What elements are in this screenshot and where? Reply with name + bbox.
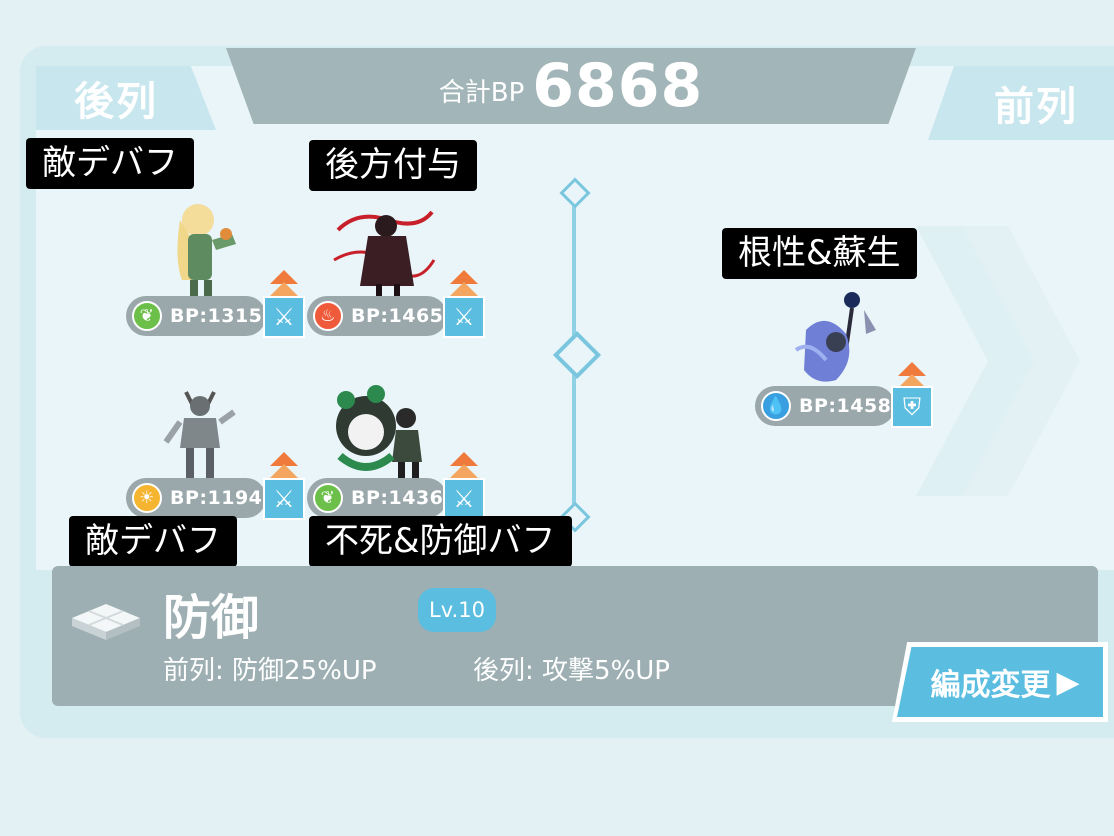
upgrade-arrow-icon — [270, 464, 298, 478]
leaf-icon: ❦ — [132, 301, 162, 331]
play-arrow-icon: ▶ — [1056, 664, 1080, 700]
character-sprite — [163, 391, 236, 482]
upgrade-arrow-icon — [898, 362, 926, 376]
unit-note-label: 敵デバフ — [26, 138, 194, 189]
upgrade-arrow-icon — [450, 464, 478, 478]
upgrade-arrow-icon — [450, 452, 478, 466]
upgrade-arrow-icon — [270, 270, 298, 284]
formation-level-badge: Lv.10 — [418, 588, 496, 632]
back-row-label: 後列 — [74, 79, 158, 125]
upgrade-arrow-icon — [270, 452, 298, 466]
unit-bp-pill: ❦ BP:1436 — [307, 478, 447, 518]
sword-icon: ⚔ — [443, 478, 485, 520]
unit-bp-value: BP:1436 — [351, 487, 444, 509]
unit-note-label: 不死&防御バフ — [309, 516, 572, 567]
upgrade-arrow-icon — [450, 270, 478, 284]
back-row-tab: 後列 — [36, 66, 216, 130]
shield-icon: ⛨ — [891, 386, 933, 428]
unit-bp-pill: ☀ BP:1194 — [126, 478, 266, 518]
upgrade-arrow-icon — [450, 282, 478, 296]
total-bp-label: 合計BP — [438, 77, 525, 108]
flame-icon: ♨ — [313, 301, 343, 331]
sword-icon: ⚔ — [263, 296, 305, 338]
character-sprite — [794, 292, 876, 382]
character-sprite — [333, 210, 436, 298]
back-row-effect: 後列: 攻撃5%UP — [473, 656, 670, 686]
formation-name: 防御 — [163, 590, 260, 646]
sword-icon: ⚔ — [443, 296, 485, 338]
upgrade-arrow-icon — [270, 282, 298, 296]
total-bp-header: 合計BP 6868 — [226, 48, 916, 124]
edit-formation-button[interactable]: 編成変更 ▶ — [892, 642, 1108, 722]
front-row-tab: 前列 — [928, 66, 1114, 140]
unit-note-label: 根性&蘇生 — [722, 228, 917, 279]
unit-bp-value: BP:1315 — [170, 305, 263, 327]
formation-tile-icon — [72, 604, 140, 640]
water-drop-icon: 💧 — [761, 391, 791, 421]
unit-bp-pill: 💧 BP:1458 — [755, 386, 895, 426]
sun-icon: ☀ — [132, 483, 162, 513]
total-bp-value: 6868 — [532, 51, 704, 121]
edit-formation-button-face[interactable]: 編成変更 ▶ — [897, 647, 1103, 717]
unit-note-label: 敵デバフ — [69, 516, 237, 567]
front-row-label: 前列 — [994, 84, 1078, 130]
sword-icon: ⚔ — [263, 478, 305, 520]
unit-note-label: 後方付与 — [309, 140, 477, 191]
unit-bp-pill: ♨ BP:1465 — [307, 296, 447, 336]
front-row-effect: 前列: 防御25%UP — [163, 656, 377, 686]
unit-bp-value: BP:1465 — [351, 305, 444, 327]
character-sprite — [336, 385, 422, 486]
unit-bp-pill: ❦ BP:1315 — [126, 296, 266, 336]
unit-bp-value: BP:1458 — [799, 395, 892, 417]
leaf-icon: ❦ — [313, 483, 343, 513]
character-sprite — [177, 204, 236, 298]
edit-formation-label: 編成変更 — [930, 668, 1051, 703]
unit-bp-value: BP:1194 — [170, 487, 263, 509]
upgrade-arrow-icon — [898, 374, 926, 388]
